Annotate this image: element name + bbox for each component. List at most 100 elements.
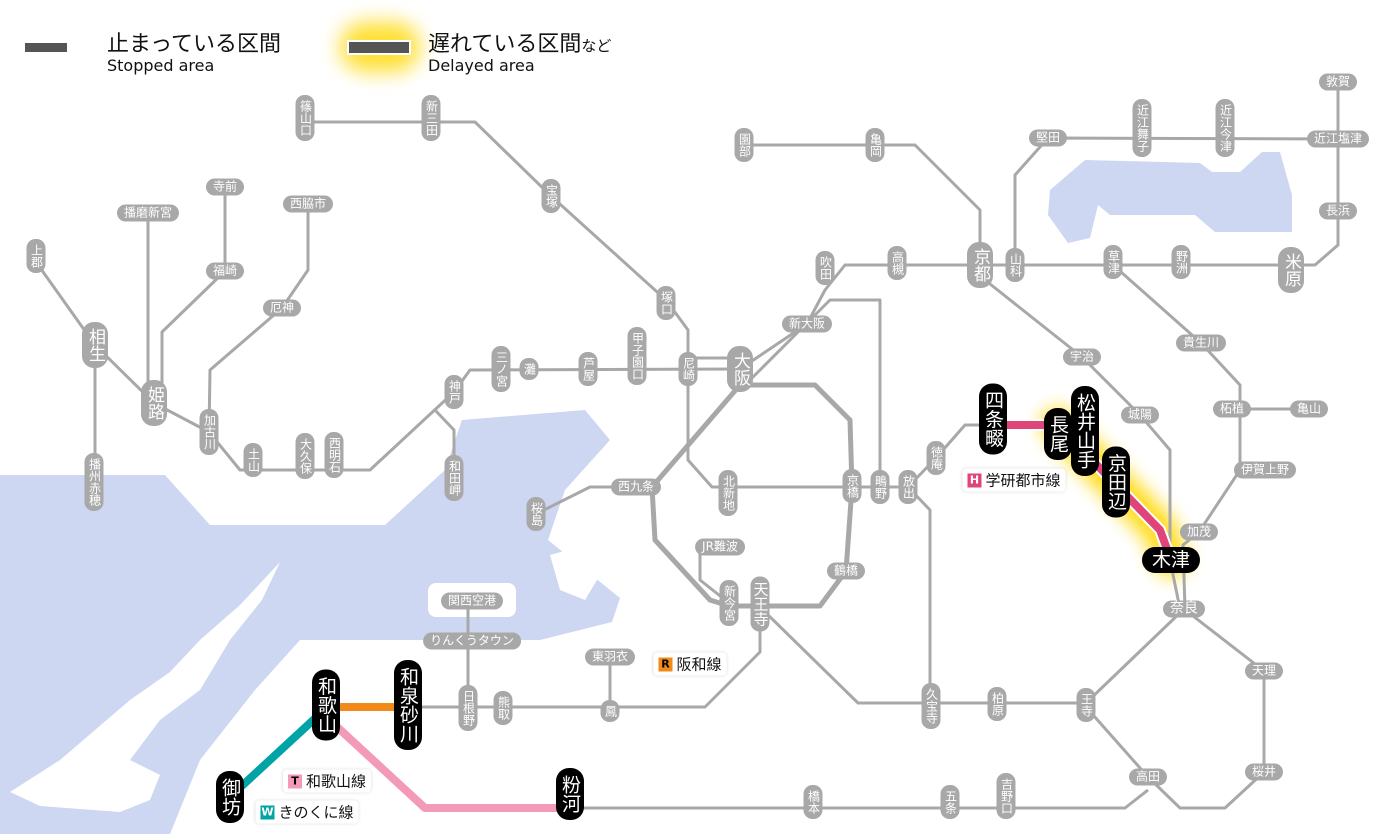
station-takatsuki[interactable]: 高槻 bbox=[887, 246, 907, 280]
station-oji[interactable]: 王寺 bbox=[1076, 688, 1096, 722]
station-uji[interactable]: 宇治 bbox=[1062, 348, 1102, 366]
station-kobe[interactable]: 神戸 bbox=[444, 375, 464, 409]
station-kyuhoji[interactable]: 久宝寺 bbox=[921, 683, 941, 729]
station-hineno[interactable]: 日根野 bbox=[458, 685, 478, 731]
station-sakurai[interactable]: 桜井 bbox=[1244, 763, 1284, 781]
station-higashihagoromo[interactable]: 東羽衣 bbox=[584, 648, 636, 666]
line-kinokuni-stopped bbox=[229, 709, 325, 798]
station-kumatori[interactable]: 熊取 bbox=[493, 691, 513, 725]
station-kizu[interactable]: 木津 bbox=[1141, 547, 1201, 573]
station-nishiwakishi[interactable]: 西脇市 bbox=[282, 195, 334, 213]
station-hashimoto[interactable]: 橋本 bbox=[803, 785, 823, 819]
station-nada[interactable]: 灘 bbox=[519, 358, 539, 380]
station-shigino[interactable]: 鴫野 bbox=[870, 470, 890, 504]
station-teramae[interactable]: 寺前 bbox=[205, 178, 245, 196]
station-igaueno[interactable]: 伊賀上野 bbox=[1233, 461, 1297, 479]
station-harimashingu[interactable]: 播磨新宮 bbox=[116, 204, 180, 222]
station-yasu[interactable]: 野洲 bbox=[1171, 245, 1191, 279]
station-gojo[interactable]: 五条 bbox=[940, 785, 960, 819]
station-amagasaki[interactable]: 尼崎 bbox=[678, 352, 698, 386]
station-tennoji[interactable]: 天王寺 bbox=[750, 576, 770, 632]
station-omishiotsu[interactable]: 近江塩津 bbox=[1306, 130, 1370, 148]
station-shinimamiya[interactable]: 新今宮 bbox=[719, 580, 739, 626]
legend-delayed-label: 遅れている区間など bbox=[428, 26, 611, 58]
station-maibara[interactable]: 米原 bbox=[1278, 247, 1304, 293]
station-osaka[interactable]: 大阪 bbox=[727, 346, 753, 392]
station-tokuan[interactable]: 徳庵 bbox=[926, 441, 946, 475]
station-kitashinchi[interactable]: 北新地 bbox=[718, 470, 738, 516]
station-tenri[interactable]: 天理 bbox=[1244, 662, 1284, 680]
station-wadamisaki[interactable]: 和田岬 bbox=[444, 455, 464, 501]
station-shinsanda[interactable]: 新三田 bbox=[421, 95, 441, 141]
station-koshienguchi[interactable]: 甲子園口 bbox=[627, 327, 647, 385]
station-hanaten[interactable]: 放出 bbox=[898, 470, 918, 504]
station-takarazuka[interactable]: 宝塚 bbox=[541, 179, 561, 213]
station-omiimazu[interactable]: 近江今津 bbox=[1215, 99, 1235, 157]
station-kansaiairport[interactable]: 関西空港 bbox=[440, 592, 504, 610]
station-yoshinoguchi[interactable]: 吉野口 bbox=[996, 773, 1016, 819]
station-nagahama[interactable]: 長浜 bbox=[1318, 202, 1358, 220]
station-nishiakashi[interactable]: 西明石 bbox=[324, 432, 344, 478]
station-tsukaguchi[interactable]: 塚口 bbox=[656, 286, 676, 320]
station-sannomiya[interactable]: 三ノ宮 bbox=[491, 346, 511, 392]
station-kyotanabe[interactable]: 京田辺 bbox=[1102, 446, 1130, 518]
station-kokawa[interactable]: 粉河 bbox=[556, 768, 584, 820]
station-katata[interactable]: 堅田 bbox=[1028, 129, 1068, 147]
station-kyobashi[interactable]: 京橋 bbox=[842, 469, 862, 503]
station-gobo[interactable]: 御坊 bbox=[216, 771, 244, 823]
station-jrnamba[interactable]: JR難波 bbox=[695, 538, 745, 556]
station-otori[interactable]: 鳳 bbox=[600, 700, 620, 722]
station-kashiwara[interactable]: 柏原 bbox=[987, 687, 1007, 721]
station-sasayamaguchi[interactable]: 篠山口 bbox=[295, 95, 315, 141]
station-izumisunagawa[interactable]: 和泉砂川 bbox=[394, 660, 422, 750]
line-name: 和歌山線 bbox=[305, 772, 367, 791]
station-fukusaki[interactable]: 福崎 bbox=[205, 262, 245, 280]
station-shinosaka[interactable]: 新大阪 bbox=[781, 315, 833, 333]
station-kibukawa[interactable]: 貴生川 bbox=[1175, 334, 1227, 352]
line-badge-t: T bbox=[287, 774, 302, 788]
station-tsuruga[interactable]: 敦賀 bbox=[1318, 73, 1358, 91]
station-nishikujo[interactable]: 西九条 bbox=[610, 478, 662, 496]
station-omimaiko[interactable]: 近江舞子 bbox=[1132, 99, 1152, 157]
station-kameyama[interactable]: 亀山 bbox=[1289, 400, 1329, 418]
station-aioi[interactable]: 相生 bbox=[82, 322, 108, 368]
station-nagao[interactable]: 長尾 bbox=[1044, 408, 1072, 460]
station-kakogawa[interactable]: 加古川 bbox=[199, 409, 219, 455]
station-shijonawate[interactable]: 四条畷 bbox=[979, 383, 1007, 455]
station-kamo[interactable]: 加茂 bbox=[1179, 523, 1219, 541]
station-tsuruhashi[interactable]: 鶴橋 bbox=[826, 562, 866, 580]
line-sagano bbox=[744, 143, 982, 265]
station-nara[interactable]: 奈良 bbox=[1163, 600, 1205, 618]
station-tsuge[interactable]: 柘植 bbox=[1212, 400, 1252, 418]
station-kameoka[interactable]: 亀岡 bbox=[865, 128, 885, 162]
station-banshuako[interactable]: 播州赤穂 bbox=[84, 453, 104, 511]
station-takada[interactable]: 高田 bbox=[1128, 768, 1168, 786]
station-matsuiyamate[interactable]: 松井山手 bbox=[1071, 386, 1099, 476]
station-yakujin[interactable]: 厄神 bbox=[262, 299, 302, 317]
line-name: きのくに線 bbox=[278, 803, 354, 822]
station-sonobe[interactable]: 園部 bbox=[734, 128, 754, 162]
station-kusatsu[interactable]: 草津 bbox=[1103, 245, 1123, 279]
station-kyoto[interactable]: 京都 bbox=[967, 242, 993, 288]
station-ashiya[interactable]: 芦屋 bbox=[578, 352, 598, 386]
station-wakayama[interactable]: 和歌山 bbox=[312, 669, 340, 741]
line-badge-w: W bbox=[260, 805, 275, 819]
legend-delayed-label-en: Delayed area bbox=[428, 56, 535, 75]
water-areas bbox=[0, 152, 1292, 834]
station-kamigori[interactable]: 上郡 bbox=[26, 239, 46, 273]
station-joyo[interactable]: 城陽 bbox=[1120, 406, 1160, 424]
station-sakurajima[interactable]: 桜島 bbox=[526, 497, 546, 531]
station-okubo[interactable]: 大久保 bbox=[295, 433, 315, 479]
port-island bbox=[550, 548, 600, 600]
station-tsuchiyama[interactable]: 土山 bbox=[243, 443, 263, 477]
station-rinkutown[interactable]: りんくうタウン bbox=[423, 632, 521, 650]
line-fukuchiyama bbox=[305, 120, 908, 489]
station-yamashina[interactable]: 山科 bbox=[1005, 248, 1025, 282]
station-suita[interactable]: 吹田 bbox=[815, 251, 835, 285]
station-himeji[interactable]: 姫路 bbox=[141, 380, 167, 426]
